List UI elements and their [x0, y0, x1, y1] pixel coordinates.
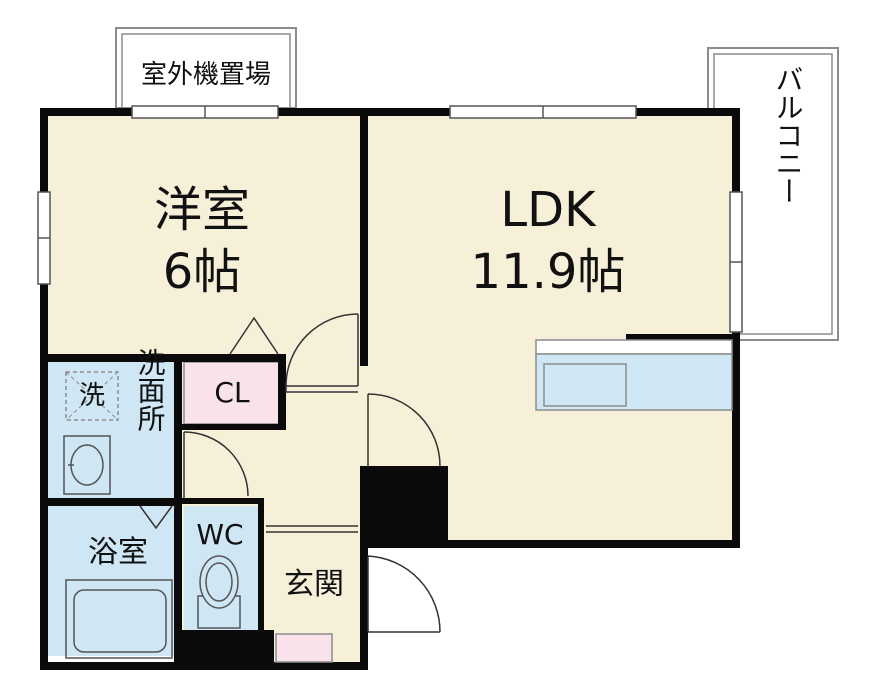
- windows: [37, 105, 743, 333]
- outdoor-unit-area: [115, 27, 297, 109]
- vanity-sink-icon: [63, 435, 111, 495]
- shoe-box: [275, 633, 333, 663]
- ldk-name: LDK: [500, 182, 597, 238]
- outdoor-unit-label: 室外機置場: [141, 60, 271, 90]
- western-room-name: 洋室: [154, 182, 250, 238]
- door-swings: [139, 313, 441, 633]
- pillar-bath: [182, 630, 274, 670]
- washroom-label: 洗面所: [134, 348, 167, 432]
- bathtub-icon: [65, 579, 173, 659]
- western-room-size: 6帖: [163, 244, 242, 300]
- balcony-label: バルコニー: [772, 65, 805, 205]
- western-room-floor: [48, 116, 360, 362]
- pillar-entrance: [360, 466, 448, 546]
- bathroom-label: 浴室: [88, 535, 148, 570]
- entrance-label: 玄関: [284, 567, 344, 602]
- toilet-icon: [197, 555, 241, 629]
- bathroom-floor: [48, 506, 182, 656]
- kitchen-counter: [535, 339, 733, 411]
- sink-icon: [543, 363, 627, 407]
- ldk-size: 11.9帖: [471, 244, 626, 300]
- washer-label: 洗: [79, 381, 105, 411]
- toilet-label: WC: [196, 518, 243, 551]
- closet-label: CL: [214, 376, 250, 409]
